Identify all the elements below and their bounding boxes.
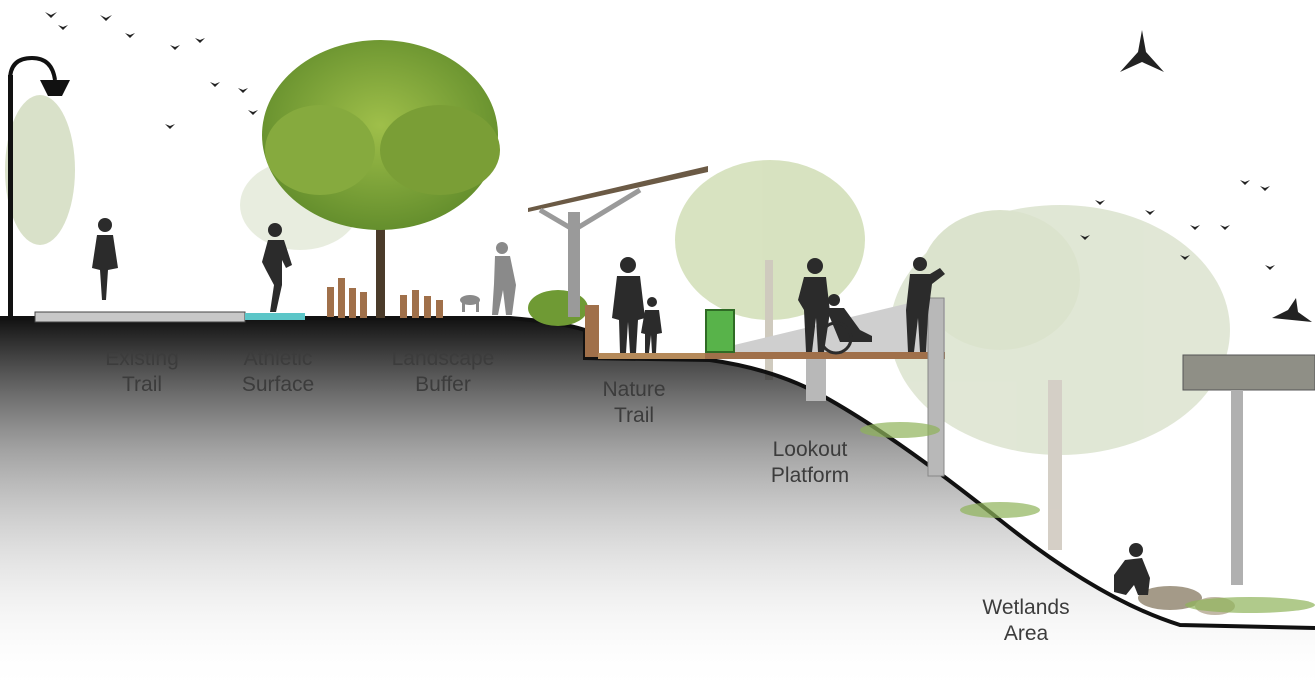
- label-nature-trail: Nature Trail: [554, 377, 714, 429]
- label-existing-trail-line2: Trail: [121, 373, 163, 396]
- label-wetlands-area-line2: Area: [1003, 622, 1049, 645]
- label-athletic-surface-line1: Athletic: [243, 347, 313, 370]
- crouching-photographer-silhouette: [1114, 543, 1150, 595]
- existing-trail-surface: [34, 311, 246, 323]
- timber-posts: [327, 278, 443, 318]
- label-nature-trail-line2: Trail: [613, 404, 655, 427]
- label-wetlands-area-line1: Wetlands: [982, 596, 1070, 619]
- ground-line: [0, 316, 1315, 630]
- label-lookout-platform: Lookout Platform: [730, 437, 890, 489]
- adult-child-silhouette: [612, 257, 662, 353]
- shade-canopy: [528, 166, 708, 317]
- label-athletic-surface-line2: Surface: [241, 373, 315, 396]
- wheelchair-silhouette: [798, 258, 872, 355]
- birds-flock: [45, 12, 1312, 322]
- label-lookout-platform-line2: Platform: [770, 464, 850, 487]
- large-tree: [262, 40, 500, 318]
- nature-trail-deck: [598, 353, 708, 359]
- label-landscape-buffer-line2: Buffer: [415, 373, 471, 396]
- athletic-surface-strip: [245, 313, 305, 320]
- wetland-grass: [860, 422, 1315, 613]
- people-silhouettes: [92, 218, 1150, 595]
- label-existing-trail-line1: Existing: [105, 347, 179, 370]
- label-lookout-platform-line1: Lookout: [772, 438, 848, 461]
- background-trees: [5, 95, 1230, 550]
- photographer-silhouette: [906, 257, 945, 352]
- label-nature-trail-line1: Nature: [602, 378, 666, 401]
- nature-trail-edge: [585, 305, 599, 357]
- label-athletic-surface: Athletic Surface: [198, 346, 358, 398]
- runner-silhouette: [262, 223, 292, 312]
- cyclist-silhouette: [92, 218, 118, 300]
- label-existing-trail: Existing Trail: [62, 346, 222, 398]
- label-landscape-buffer-line1: Landscape: [391, 347, 495, 370]
- label-wetlands-area: Wetlands Area: [946, 595, 1106, 647]
- label-landscape-buffer: Landscape Buffer: [363, 346, 523, 398]
- walker-silhouette: [460, 242, 516, 315]
- ground-section: [0, 318, 1315, 693]
- lookout-platform-structure: [705, 297, 945, 477]
- street-lamp: [8, 55, 70, 318]
- gabion-wall: [1138, 354, 1315, 615]
